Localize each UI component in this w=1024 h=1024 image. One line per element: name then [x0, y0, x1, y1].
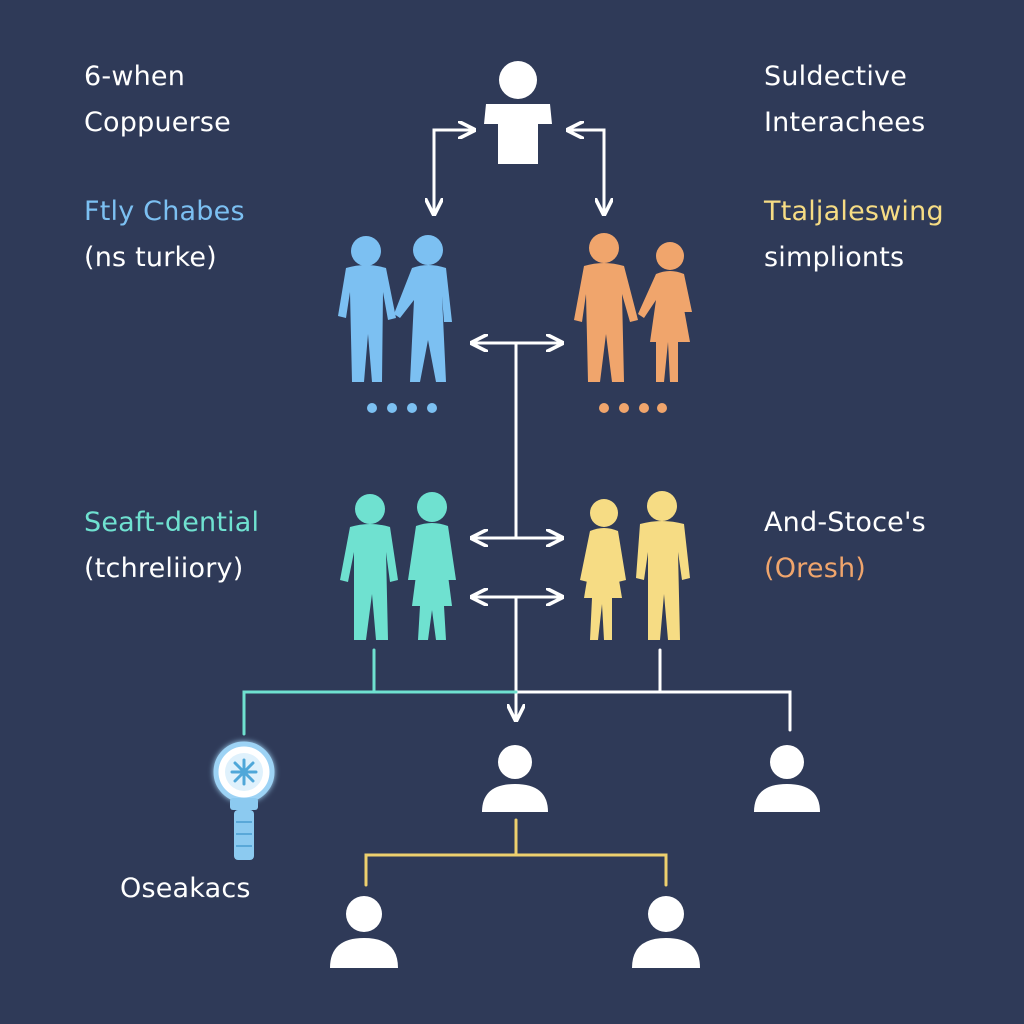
yellow-connector: [364, 818, 668, 887]
mid-right-label-line2: simplionts: [764, 242, 905, 273]
low-left-label-line2: (tchreliiory): [84, 553, 244, 584]
top-right-label-line2: Interachees: [764, 107, 926, 138]
top-right-label-line1: Suldective: [764, 61, 908, 92]
user-icon: [754, 745, 820, 812]
couple-icon: [338, 235, 452, 382]
arrow-top-right: [568, 130, 604, 214]
top-left-label-line2: Coppuerse: [84, 107, 231, 138]
mid-left-label-line1: Ftly Chabes: [84, 196, 245, 227]
bottom-left-label: Oseakacs: [120, 873, 251, 904]
couple-icon: [340, 492, 456, 640]
user-icon: [482, 745, 548, 812]
connectors: [434, 130, 792, 732]
low-right-label-line2: (Oresh): [764, 553, 867, 584]
low-left-label-line1: Seaft-dential: [84, 507, 260, 538]
orange-dots: [599, 403, 667, 413]
mid-left-label-line2: (ns turke): [84, 242, 217, 273]
couple-icon: [574, 233, 692, 382]
blue-dots: [367, 403, 437, 413]
low-right-label-line1: And-Stoce's: [764, 507, 926, 538]
teal-connector: [242, 648, 518, 736]
mid-right-label-line1: Ttaljaleswing: [764, 196, 944, 227]
top-left-label-line1: 6-when: [84, 61, 186, 92]
user-icon: [330, 896, 398, 968]
arrow-top-left: [434, 130, 474, 214]
person-icon: [484, 61, 552, 164]
couple-icon: [580, 491, 690, 640]
microphone-icon: [213, 741, 275, 860]
user-icon: [632, 896, 700, 968]
branch-right: [514, 690, 792, 732]
